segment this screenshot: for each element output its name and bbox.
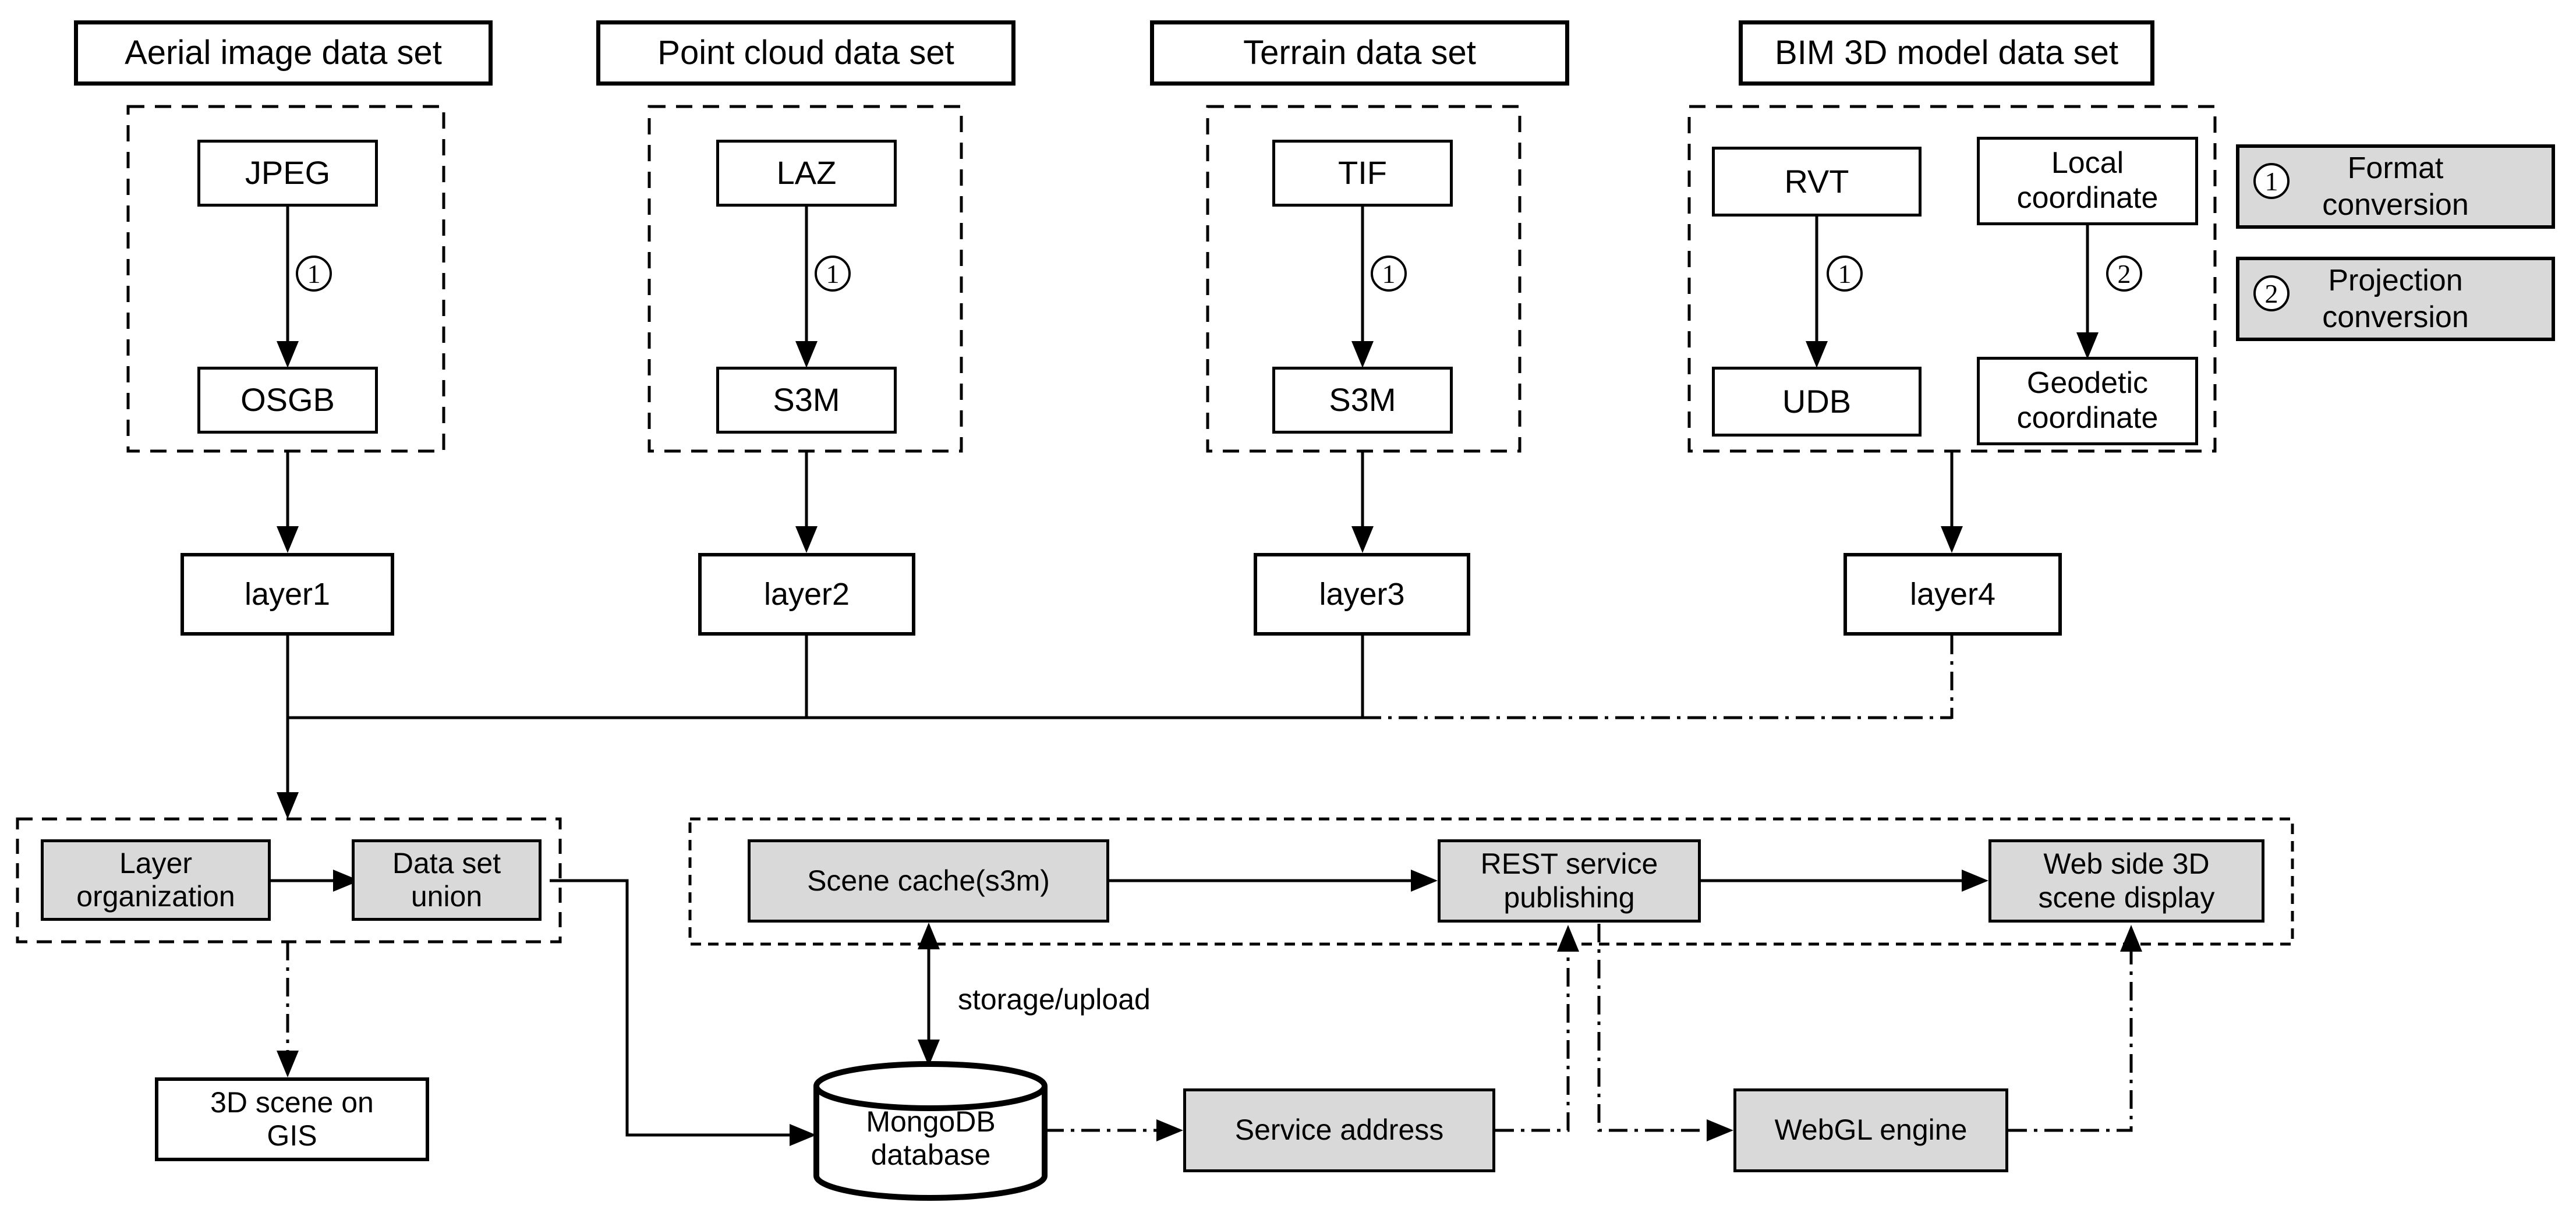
legend-label-projection: Projection conversion — [2322, 264, 2469, 334]
conversion-marker-1-terrain: 1 — [1371, 256, 1407, 292]
node-s3m-terrain: S3M — [1272, 367, 1453, 434]
title-aerial-dataset: Aerial image data set — [74, 20, 493, 86]
legend-symbol-1: 1 — [2253, 163, 2290, 199]
node-scene-cache: Scene cache(s3m) — [748, 839, 1109, 923]
node-tif: TIF — [1272, 140, 1453, 207]
legend-symbol-2: 2 — [2253, 275, 2290, 311]
legend-label-format: Format conversion — [2322, 151, 2469, 222]
node-layer4: layer4 — [1843, 553, 2062, 636]
node-rvt: RVT — [1712, 147, 1922, 217]
legend-format-conversion: 1 Format conversion — [2236, 144, 2555, 229]
node-s3m-pointcloud: S3M — [716, 367, 897, 434]
node-osgb: OSGB — [197, 367, 378, 434]
storage-upload-label: storage/upload — [958, 983, 1151, 1016]
aerial-group-outline — [126, 105, 445, 453]
serviceaddress-to-rest-line — [1495, 950, 1570, 1132]
node-layer2: layer2 — [698, 553, 915, 636]
node-mongodb-database: MongoDB database — [866, 1105, 996, 1172]
arrowheads — [277, 332, 2142, 1146]
conversion-marker-1-bim: 1 — [1827, 256, 1863, 292]
title-pointcloud-dataset: Point cloud data set — [596, 20, 1015, 86]
conversion-marker-1-pointcloud: 1 — [815, 256, 851, 292]
node-3d-scene-on-gis: 3D scene on GIS — [155, 1077, 429, 1161]
rest-to-webgl-line — [1597, 924, 1708, 1132]
node-udb: UDB — [1712, 367, 1922, 437]
node-jpeg: JPEG — [197, 140, 378, 207]
node-geodetic-coordinate: Geodetic coordinate — [1977, 357, 2198, 445]
webgl-to-webdisplay-line — [2008, 950, 2133, 1132]
node-data-set-union: Data set union — [352, 839, 542, 921]
node-rest-service-publishing: REST service publishing — [1438, 839, 1701, 923]
mongodb-cylinder-shape — [813, 1061, 1048, 1201]
node-web-3d-scene-display: Web side 3D scene display — [1988, 839, 2264, 923]
node-service-address: Service address — [1183, 1088, 1495, 1172]
title-bim-dataset: BIM 3D model data set — [1739, 20, 2154, 86]
node-layer3: layer3 — [1254, 553, 1470, 636]
node-webgl-engine: WebGL engine — [1733, 1088, 2008, 1172]
conversion-marker-2-bim: 2 — [2106, 256, 2142, 292]
node-layer1: layer1 — [181, 553, 394, 636]
node-layer-organization: Layer organization — [41, 839, 271, 921]
node-local-coordinate: Local coordinate — [1977, 137, 2198, 225]
title-terrain-dataset: Terrain data set — [1150, 20, 1569, 86]
union-to-mongodb-line — [550, 879, 791, 1137]
publishing-group-outline — [688, 817, 2294, 946]
node-laz: LAZ — [716, 140, 897, 207]
legend-projection-conversion: 2 Projection conversion — [2236, 257, 2555, 341]
conversion-marker-1-aerial: 1 — [296, 256, 332, 292]
